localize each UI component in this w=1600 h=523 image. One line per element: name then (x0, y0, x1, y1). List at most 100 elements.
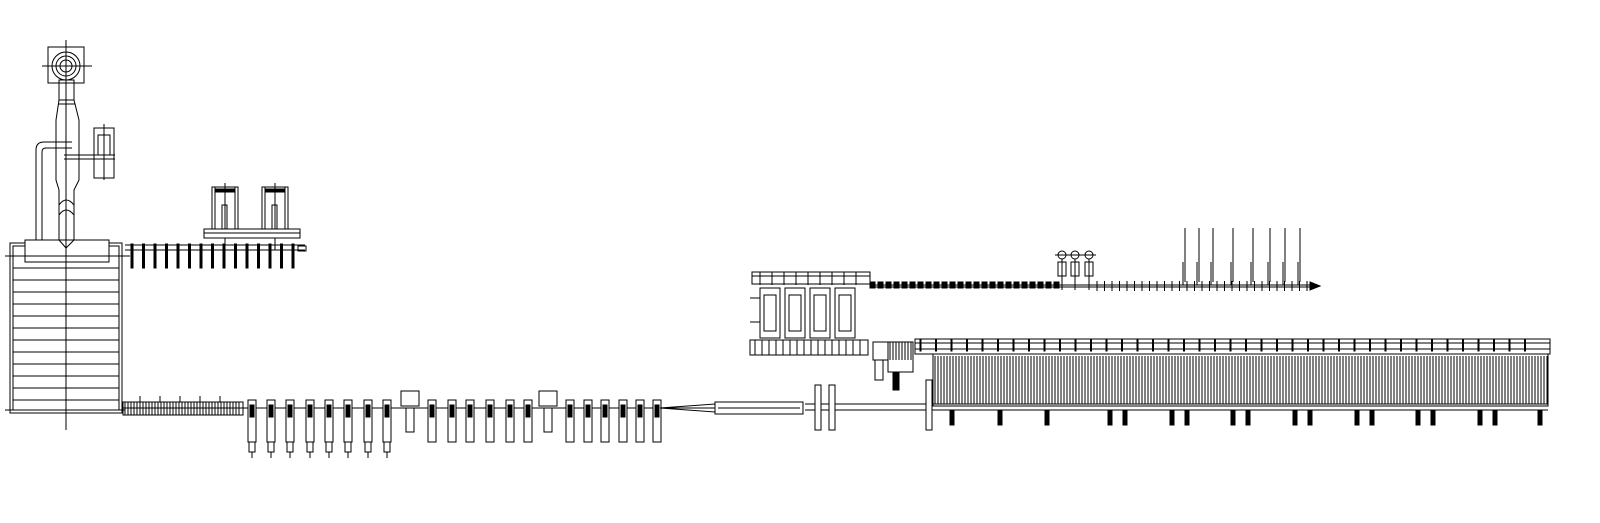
bed-notch (1121, 338, 1123, 352)
bed-notch (1012, 338, 1015, 352)
straightener-unit (834, 287, 856, 339)
mill-roll (287, 404, 293, 418)
straightener-inner (813, 294, 827, 332)
stack-pipe (58, 79, 75, 101)
bed-notch (1198, 338, 1201, 352)
bed-drive (1369, 409, 1375, 426)
mill-motor (344, 441, 352, 453)
bed-notch (1059, 338, 1061, 352)
table-roller (245, 243, 249, 269)
bed-notch (919, 338, 922, 352)
table-roller (211, 243, 214, 269)
upper-roller (869, 281, 876, 289)
table-roller (130, 243, 134, 269)
bed-grid (932, 353, 1549, 407)
bed-notch (1167, 338, 1170, 352)
furnace-hood (24, 239, 110, 263)
mill-stand (465, 399, 475, 443)
bed-drive (1292, 409, 1298, 426)
upper-roller (1045, 281, 1052, 289)
upper-roller (965, 281, 972, 289)
stack-head (47, 46, 85, 84)
upper-roller (973, 281, 980, 289)
mill-stand (600, 399, 610, 443)
upper-roller (997, 281, 1004, 289)
upper-roller (941, 281, 948, 289)
table-roller (199, 243, 203, 269)
mill-stand (427, 399, 437, 443)
mill-motor (306, 441, 314, 453)
shear-body (405, 407, 415, 433)
mill-roll (467, 404, 473, 418)
bed-end-stop (925, 379, 933, 431)
bed-notch (1493, 338, 1495, 352)
coil-top (265, 188, 285, 193)
coil-boxes (203, 183, 301, 250)
mill-roll (654, 404, 660, 418)
upper-roller (917, 281, 924, 289)
bed-notch (1229, 338, 1232, 352)
mill-roll (602, 404, 608, 418)
shear-body (543, 407, 553, 433)
mill-motor (286, 441, 294, 453)
bed-drive (1537, 409, 1543, 426)
pinch-roll (828, 384, 836, 431)
bed-drive (1307, 409, 1313, 426)
bed-notch (1353, 338, 1356, 352)
mill-motor (267, 441, 275, 453)
mill-roll (326, 404, 332, 418)
upper-roller (981, 281, 988, 289)
mill-roll (384, 404, 390, 418)
mill-stand (485, 399, 495, 443)
bed-drive (1122, 409, 1128, 426)
mill-roll (567, 404, 573, 418)
mill-roll (449, 404, 455, 418)
bed-notch (1338, 338, 1340, 352)
mill-roll (249, 404, 255, 418)
bed-drive (1107, 409, 1113, 426)
stack-arc (58, 209, 75, 216)
mill-roll (268, 404, 274, 418)
flying-shear (400, 390, 420, 407)
table-roller (268, 243, 272, 269)
exhaust-stack (35, 46, 115, 249)
bed-notch (981, 338, 984, 352)
mill-roll (620, 404, 626, 418)
upper-roller (1005, 281, 1012, 289)
flying-shear (538, 390, 558, 407)
bed-notch (1214, 338, 1216, 352)
bed-notch (1400, 338, 1402, 352)
bed-drive (1169, 409, 1175, 426)
bed-notch (935, 338, 937, 352)
mill-stand-train (122, 390, 804, 458)
duct-pipe (35, 141, 72, 240)
lifter-unit (887, 341, 914, 373)
mill-motor (325, 441, 333, 453)
upper-roller (901, 281, 908, 289)
bed-notch (966, 338, 968, 352)
mill-stand (583, 399, 593, 443)
bed-notch (1415, 338, 1418, 352)
upper-roller-table (125, 243, 307, 269)
cooling-bed (805, 338, 1551, 431)
mill-stand (505, 399, 515, 443)
bed-notch (1043, 338, 1046, 352)
upper-roller (989, 281, 996, 289)
upper-roller (909, 281, 916, 289)
mill-roll (637, 404, 643, 418)
upper-roller (1037, 281, 1044, 289)
mill-stand (635, 399, 645, 443)
bed-notch (1136, 338, 1139, 352)
bed-drive (1245, 409, 1251, 426)
straightener-unit (784, 287, 806, 339)
mill-roll (429, 404, 435, 418)
upper-roller (957, 281, 964, 289)
upper-roller (933, 281, 940, 289)
mill-roll (525, 404, 531, 418)
bed-notch (1152, 338, 1154, 352)
mill-stand (447, 399, 457, 443)
mill-stand (523, 399, 533, 443)
shear-header (751, 271, 871, 285)
mill-roll (345, 404, 351, 418)
stack-nozzle (58, 239, 75, 249)
